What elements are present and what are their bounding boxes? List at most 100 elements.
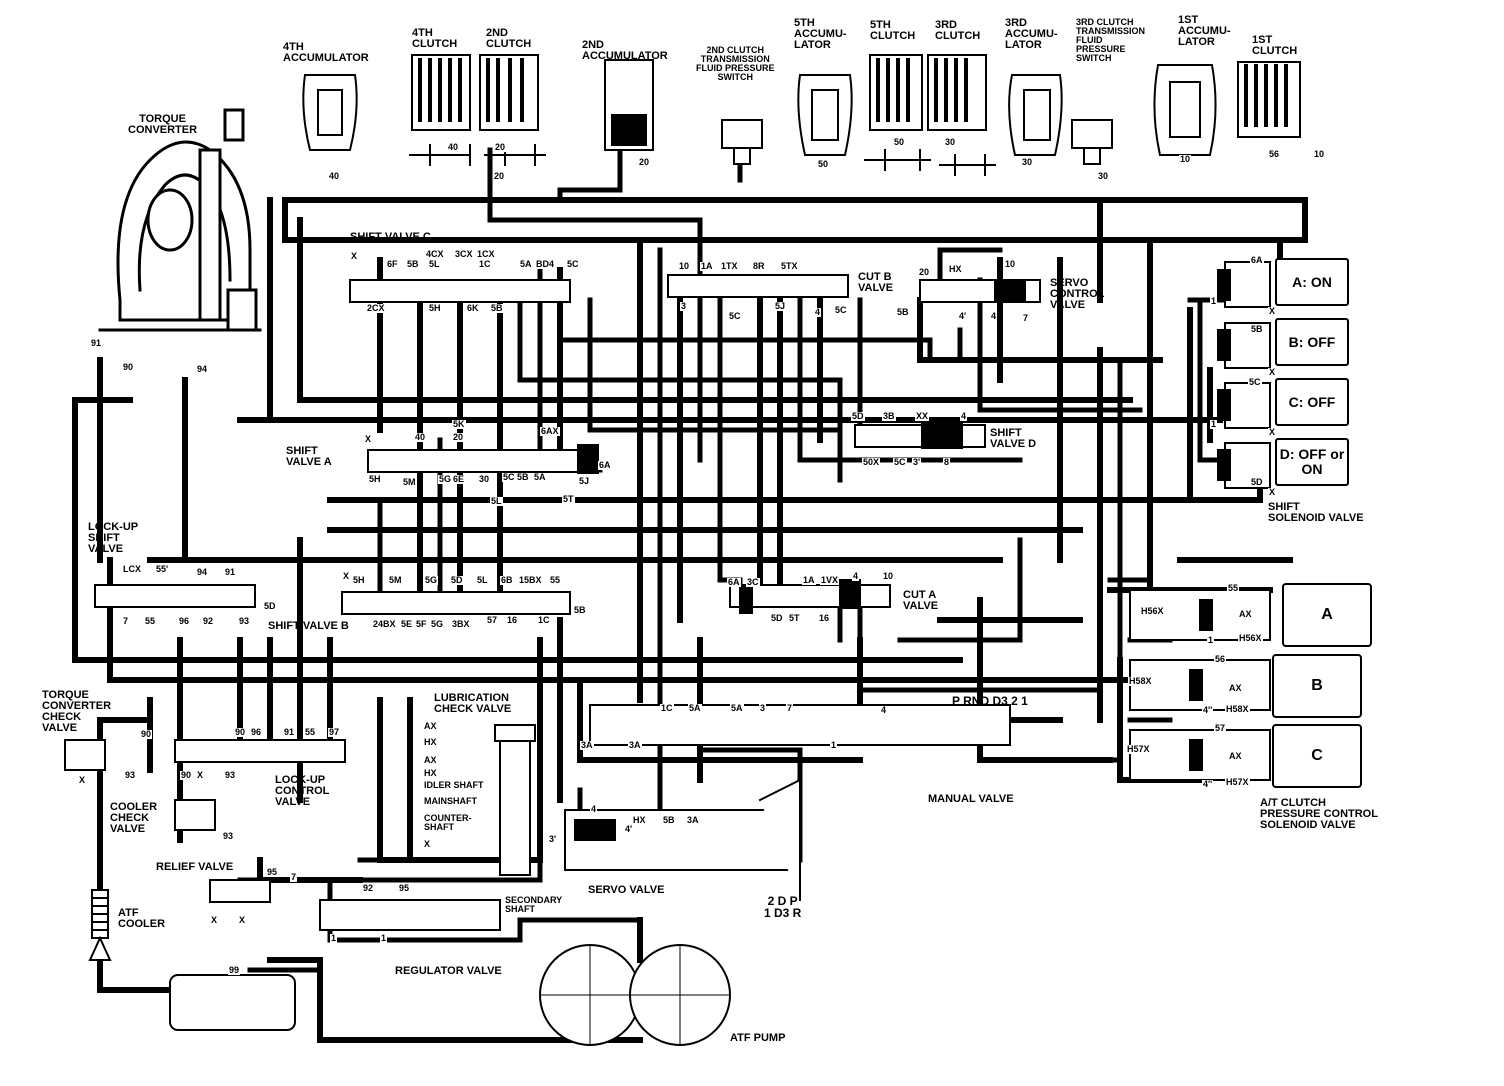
port-label: 20 [918, 267, 931, 277]
port-label: 5C [728, 311, 742, 321]
port-label: 1 [830, 740, 838, 750]
port-label: 5A [688, 703, 702, 713]
port-label: 6AX [540, 426, 560, 436]
port-label: 5L [490, 496, 503, 506]
port-label: 5E [400, 619, 414, 629]
port-label: 90 [140, 729, 153, 739]
port-label: 6F [386, 259, 399, 269]
port-label: 1 [330, 933, 338, 943]
port-label: 1 [380, 933, 388, 943]
port-label: 30 [1097, 171, 1110, 181]
port-label: 4'' [1202, 705, 1214, 715]
port-label: 93 [238, 616, 251, 626]
pcs-solenoid-b: B [1272, 654, 1362, 718]
port-label: 1C [660, 703, 674, 713]
lube-circuit-ax-1: AX [424, 721, 437, 731]
port-label: 20 [452, 432, 465, 442]
port-label: 90 [122, 362, 135, 372]
clutch-4th-label: 4TH CLUTCH [412, 27, 458, 50]
port-label: 94 [196, 364, 209, 374]
port-label: 40 [414, 432, 427, 442]
accumulator-1st-label: 1ST ACCUMU- LATOR [1178, 14, 1231, 48]
port-label: 3A [686, 815, 700, 825]
port-label: 4CX [425, 249, 445, 259]
shift-valve-d-label: SHIFT VALVE D [990, 427, 1037, 450]
port-label: 3BX [451, 619, 471, 629]
port-label: 3' [912, 457, 922, 467]
clutch-1st-label: 1ST CLUTCH [1252, 34, 1298, 57]
port-label: 50 [893, 137, 906, 147]
port-label: X [1268, 367, 1277, 377]
lube-circuit-countershaft: COUNTER- SHAFT [424, 813, 472, 832]
lube-circuit-idler-shaft: IDLER SHAFT [424, 780, 484, 790]
port-label: 96 [250, 727, 263, 737]
port-label: 91 [224, 567, 237, 577]
torque-converter-label: TORQUE CONVERTER [128, 113, 198, 136]
port-label: 30 [1021, 157, 1034, 167]
port-label: 6A [598, 460, 612, 470]
port-label: 3B [882, 411, 896, 421]
port-label: 4 [880, 705, 888, 715]
port-label: HX [948, 264, 963, 274]
port-label: 94 [196, 567, 209, 577]
port-label: 6A [727, 577, 741, 587]
port-label: 5B [1250, 324, 1264, 334]
port-label: X [210, 915, 219, 925]
port-label: 5L [476, 575, 489, 585]
lubrication-check-valve-label: LUBRICATION CHECK VALVE [434, 692, 512, 715]
shift-solenoid-bodies [1217, 261, 1271, 489]
port-label: XX [915, 411, 930, 421]
port-label: 5M [388, 575, 403, 585]
port-label: 30 [478, 474, 491, 484]
port-label: 4' [958, 311, 968, 321]
tc-check-valve-label: TORQUE CONVERTER CHECK VALVE [42, 689, 112, 734]
lock-up-control-valve-label: LOCK-UP CONTROL VALVE [275, 774, 330, 808]
port-label: 5A [730, 703, 744, 713]
port-label: H58X [1128, 676, 1153, 686]
port-label: 5G [430, 619, 445, 629]
lube-circuit-ax-2: AX [424, 755, 437, 765]
port-label: 7 [290, 872, 298, 882]
port-label: X [1268, 306, 1277, 316]
port-label: X [350, 251, 359, 261]
port-label: 5G [438, 474, 453, 484]
port-label: 97 [328, 727, 341, 737]
port-label: 7 [1022, 313, 1030, 323]
port-label: 10 [1313, 149, 1326, 159]
port-label: 1 [1210, 419, 1218, 429]
port-label: 10 [1179, 154, 1192, 164]
port-label: 50 [817, 159, 830, 169]
shift-valve-c-label: SHIFT VALVE C [350, 231, 431, 243]
regulator-valve-label: REGULATOR VALVE [395, 965, 502, 977]
pressure-switch-2nd-label: 2ND CLUTCH TRANSMISSION FLUID PRESSURE S… [696, 45, 775, 82]
port-label: 55' [155, 564, 170, 574]
cut-b-valve-label: CUT B VALVE [858, 271, 894, 294]
port-label: 4' [624, 824, 634, 834]
port-label: 40 [447, 142, 460, 152]
port-label: 8 [943, 457, 951, 467]
port-label: 5D [263, 601, 277, 611]
port-label: 20 [638, 157, 651, 167]
port-label: H56X [1140, 606, 1165, 616]
port-label: 40 [328, 171, 341, 181]
port-label: 20 [493, 171, 506, 181]
port-label: 90 [234, 727, 247, 737]
top-components [302, 54, 1301, 176]
port-label: 30 [944, 137, 957, 147]
port-label: 55 [304, 727, 317, 737]
port-label: 5G [424, 575, 439, 585]
secondary-shaft-label: SECONDARY SHAFT [505, 895, 563, 914]
port-label: 16 [818, 613, 831, 623]
shift-valve-b-label: SHIFT VALVE B [268, 620, 349, 632]
port-label: 5C [502, 472, 516, 482]
port-label: 1A [802, 575, 816, 585]
port-label: 5C [1248, 377, 1262, 387]
port-label: 5T [788, 613, 801, 623]
servo-control-valve-label: SERVO CONTROL VALVE [1050, 277, 1105, 311]
shift-solenoid-valve-label: SHIFT SOLENOID VALVE [1268, 501, 1364, 524]
port-label: LCX [122, 564, 142, 574]
lock-up-shift-valve-label: LOCK-UP SHIFT VALVE [88, 521, 139, 555]
port-label: 1C [478, 259, 492, 269]
port-label: X [364, 434, 373, 444]
